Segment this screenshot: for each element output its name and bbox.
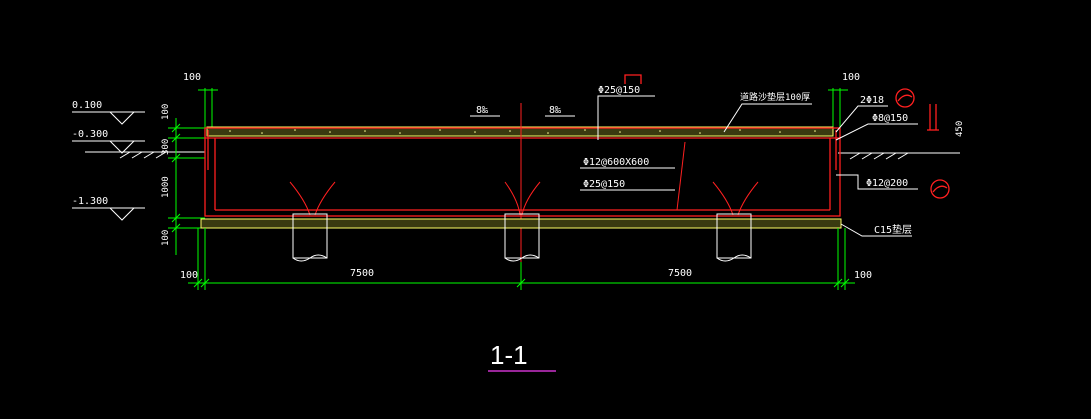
label-mesh: Φ12@600X600 xyxy=(583,157,649,168)
left-dim-100-top: 100 xyxy=(161,104,171,120)
label-corner-bar: 2Φ18 xyxy=(860,95,884,106)
slope-left: 8‰ xyxy=(476,105,489,116)
bottom-dim-left-edge: 100 xyxy=(180,270,198,281)
level-top-label: 0.100 xyxy=(72,100,102,111)
leader-lines xyxy=(580,95,918,237)
level-marker-bottom: -1.300 xyxy=(72,196,145,221)
label-rebar-bottom: Φ25@150 xyxy=(583,179,625,190)
label-wall-bar: Φ12@200 xyxy=(866,178,908,189)
top-dim-right: 100 xyxy=(842,72,860,83)
bottom-dim-span2: 7500 xyxy=(668,268,692,279)
sand-cushion-layer xyxy=(206,126,834,137)
label-stirrup: Φ8@150 xyxy=(872,113,908,124)
right-dim-450: 450 xyxy=(955,121,965,137)
section-title: 1-1 xyxy=(490,340,528,370)
slope-right: 8‰ xyxy=(549,105,562,116)
left-dimension-chain xyxy=(168,118,205,255)
concrete-box xyxy=(204,127,841,217)
label-rebar-top: Φ25@150 xyxy=(598,85,640,96)
bottom-dimension-chain xyxy=(188,228,855,290)
level-bottom-label: -1.300 xyxy=(72,196,108,207)
left-dim-300: 300 xyxy=(161,139,171,155)
rebar-symbols xyxy=(624,74,950,199)
bottom-dim-right-edge: 100 xyxy=(854,270,872,281)
level-marker-mid: -0.300 xyxy=(72,129,145,154)
label-c15-cushion: C15垫层 xyxy=(874,223,912,236)
level-mid-label: -0.300 xyxy=(72,129,108,140)
top-dim-left: 100 xyxy=(183,72,201,83)
c15-cushion xyxy=(200,218,842,229)
top-dimension-markers xyxy=(198,88,848,130)
rebar-fans xyxy=(289,141,759,216)
ground-lines xyxy=(85,151,960,160)
piles xyxy=(292,213,752,262)
label-sand-layer: 道路沙垫层100厚 xyxy=(740,91,810,103)
sand-speckles xyxy=(229,129,816,134)
bottom-dim-span1: 7500 xyxy=(350,268,374,279)
level-marker-top: 0.100 xyxy=(72,100,145,125)
left-dim-100-bottom: 100 xyxy=(161,230,171,246)
left-dim-1000: 1000 xyxy=(161,176,171,198)
